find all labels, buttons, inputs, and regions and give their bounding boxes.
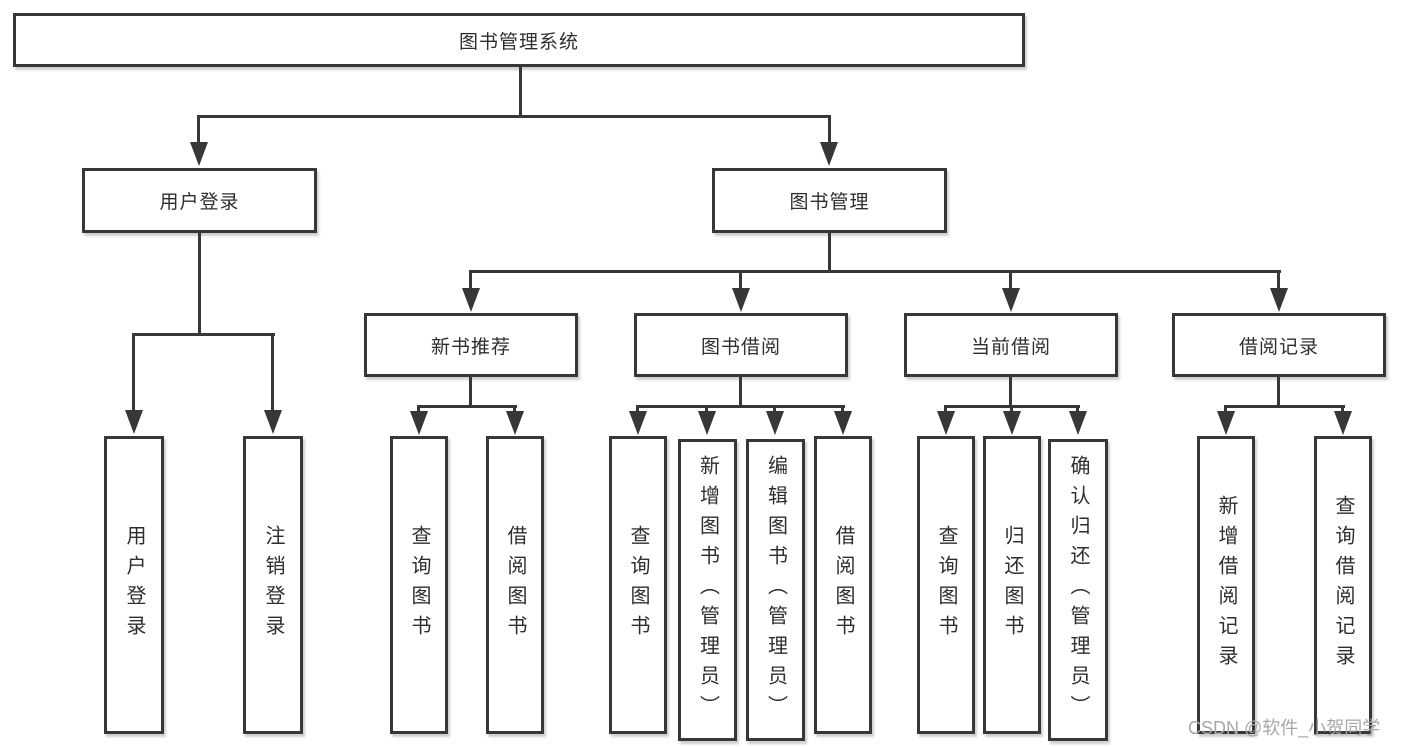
node-label: 借阅图书	[504, 525, 526, 645]
connector-level2-hbar	[469, 270, 1281, 273]
leaf-edit-book-admin: 编辑图书（管理员）	[746, 439, 805, 741]
leaf-query-books: 查询图书	[390, 436, 448, 734]
connector-drop-leaf	[773, 405, 776, 413]
node-label: 查询图书	[408, 525, 430, 645]
node-label: 用户登录	[123, 525, 145, 645]
node-label: 借阅记录	[1238, 336, 1319, 358]
arrowhead-down-icon	[937, 411, 955, 435]
node-label: 图书借阅	[700, 336, 781, 358]
connector-recommend-stub	[469, 377, 472, 408]
node-borrow-records: 借阅记录	[1172, 313, 1386, 377]
connector-drop-records	[1277, 270, 1280, 289]
connector-drop-leaf	[841, 405, 844, 413]
connector-borrow-stub	[739, 377, 742, 408]
connector-drop-leaf	[944, 405, 947, 413]
arrowhead-down-icon	[1003, 411, 1021, 435]
connector-drop-leaf	[417, 405, 420, 413]
node-label: 编辑图书（管理员）	[764, 455, 787, 725]
connector-drop-current	[1009, 270, 1012, 289]
csdn-watermark: CSDN @软件_小贺同学	[1188, 718, 1381, 738]
connector-user-login-stub	[198, 233, 201, 334]
arrowhead-down-icon	[629, 411, 647, 435]
arrowhead-down-icon	[820, 142, 838, 166]
leaf-borrow-books: 借阅图书	[486, 436, 544, 734]
connector-drop-leaf	[513, 405, 516, 413]
leaf-confirm-return-admin: 确认归还（管理员）	[1048, 439, 1108, 741]
leaf-add-book-admin: 新增图书（管理员）	[678, 439, 737, 741]
node-user-login: 用户登录	[82, 168, 317, 233]
connector-drop-leaf	[1224, 405, 1227, 413]
connector-drop-leaf	[271, 333, 274, 413]
connector-drop-book-management	[828, 115, 831, 143]
connector-drop-leaf	[1010, 405, 1013, 413]
node-current-borrow: 当前借阅	[904, 313, 1118, 377]
arrowhead-down-icon	[190, 142, 208, 166]
arrowhead-down-icon	[1069, 411, 1087, 435]
leaf-return-book: 归还图书	[983, 436, 1041, 734]
node-label: 归还图书	[1001, 525, 1023, 645]
arrowhead-down-icon	[1217, 411, 1235, 435]
arrowhead-down-icon	[766, 411, 784, 435]
arrowhead-down-icon	[834, 411, 852, 435]
node-label: 查询图书	[627, 525, 649, 645]
node-label: 注销登录	[262, 525, 284, 645]
node-label: 图书管理	[789, 192, 870, 213]
connector-borrow-hbar	[636, 405, 845, 408]
connector-drop-recommend	[469, 270, 472, 289]
node-label: 用户登录	[159, 192, 240, 213]
arrowhead-down-icon	[506, 411, 524, 435]
arrowhead-down-icon	[1270, 288, 1288, 312]
node-label: 查询借阅记录	[1332, 495, 1354, 675]
leaf-borrow-books: 借阅图书	[814, 436, 872, 734]
connector-records-stub	[1277, 377, 1280, 408]
arrowhead-down-icon	[410, 411, 428, 435]
leaf-logout: 注销登录	[243, 436, 303, 734]
arrowhead-down-icon	[462, 288, 480, 312]
node-label: 新增借阅记录	[1215, 495, 1237, 675]
connector-user-login-hbar	[132, 333, 275, 336]
arrowhead-down-icon	[1002, 288, 1020, 312]
leaf-query-books: 查询图书	[609, 436, 667, 734]
node-book-borrow: 图书借阅	[634, 313, 848, 377]
connector-drop-leaf	[1076, 405, 1079, 413]
leaf-query-borrow-record: 查询借阅记录	[1314, 436, 1372, 734]
connector-drop-borrow	[739, 270, 742, 289]
node-library-management-system: 图书管理系统	[13, 13, 1025, 67]
arrowhead-down-icon	[1334, 411, 1352, 435]
connector-current-stub	[1009, 377, 1012, 408]
node-label: 查询图书	[935, 525, 957, 645]
connector-records-hbar	[1224, 405, 1345, 408]
connector-drop-leaf	[705, 405, 708, 413]
connector-level1-hbar	[197, 115, 831, 118]
connector-drop-leaf	[132, 333, 135, 413]
connector-book-management-stub	[828, 233, 831, 272]
arrowhead-down-icon	[264, 410, 282, 434]
connector-root-stub	[519, 67, 522, 117]
node-book-management: 图书管理	[712, 168, 947, 233]
connector-drop-leaf	[1341, 405, 1344, 413]
connector-drop-user-login	[197, 115, 200, 143]
node-label: 借阅图书	[832, 525, 854, 645]
leaf-add-borrow-record: 新增借阅记录	[1197, 436, 1255, 734]
leaf-user-login: 用户登录	[104, 436, 164, 734]
arrowhead-down-icon	[125, 410, 143, 434]
arrowhead-down-icon	[698, 411, 716, 435]
node-new-book-recommend: 新书推荐	[364, 313, 578, 377]
node-label: 当前借阅	[970, 336, 1051, 358]
connector-drop-leaf	[636, 405, 639, 413]
node-label: 图书管理系统	[458, 31, 579, 53]
leaf-query-books: 查询图书	[917, 436, 975, 734]
node-label: 新增图书（管理员）	[696, 455, 719, 725]
arrowhead-down-icon	[732, 288, 750, 312]
connector-recommend-hbar	[417, 405, 517, 408]
node-label: 新书推荐	[430, 336, 511, 358]
node-label: 确认归还（管理员）	[1067, 455, 1089, 725]
